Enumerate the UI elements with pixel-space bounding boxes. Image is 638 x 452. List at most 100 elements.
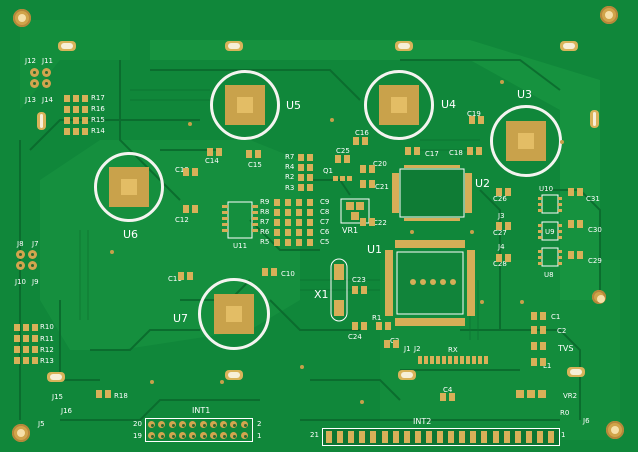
capacitor-pad [577, 251, 583, 259]
label-int1: INT1 [192, 406, 211, 415]
int1-pin [199, 432, 207, 439]
smd-pad [274, 219, 280, 226]
capacitor-pad [469, 116, 475, 124]
slot [395, 41, 413, 51]
label-c13: C13 [175, 166, 189, 174]
int1-pin [178, 421, 186, 428]
capacitor-pad [96, 390, 102, 398]
label-c28: C28 [493, 260, 507, 268]
capacitor-pad [216, 148, 222, 156]
slot [398, 370, 416, 380]
mounting-hole-top-right [600, 6, 618, 24]
smd-pad [538, 390, 546, 398]
capacitor-pad [531, 358, 537, 366]
smd-pad [285, 199, 291, 206]
label-r3: R3 [285, 184, 295, 192]
smd-pad [14, 324, 20, 331]
capacitor-pad [478, 116, 484, 124]
smd-pad [73, 95, 79, 102]
label-r15: R15 [91, 116, 105, 124]
mounting-hole-mid-right [592, 290, 606, 304]
label-c2: C2 [557, 327, 567, 335]
capacitor-pad [393, 340, 399, 348]
slot [590, 110, 599, 128]
label-c10: C10 [281, 270, 295, 278]
capacitor-pad [505, 188, 511, 196]
label-j10: J10 [15, 278, 26, 286]
capacitor-pad [335, 155, 341, 163]
capacitor-pad [178, 272, 184, 280]
capacitor-pad [246, 150, 252, 158]
int1-pin [189, 432, 197, 439]
capacitor-pad [467, 147, 473, 155]
chip-u3 [490, 105, 562, 177]
label-u9: U9 [545, 228, 555, 236]
capacitor-pad [353, 137, 359, 145]
capacitor-pad [385, 322, 391, 330]
int1-pin [158, 432, 166, 439]
rx-pad [430, 356, 434, 364]
capacitor-pad [369, 165, 375, 173]
capacitor-pad [352, 322, 358, 330]
int2-finger [326, 431, 332, 443]
int1-pin [199, 421, 207, 428]
chip-u2 [392, 165, 472, 221]
label-c27: C27 [493, 229, 507, 237]
label-c6: C6 [320, 228, 330, 236]
capacitor-pad [405, 147, 411, 155]
smd-pad [298, 184, 304, 191]
capacitor-pad [183, 168, 189, 176]
via [188, 122, 192, 126]
smd-pad [307, 164, 313, 171]
chip-u10 [538, 193, 562, 215]
smd-pad [296, 199, 302, 206]
smd-pad [307, 239, 313, 246]
label-r8: R8 [260, 208, 270, 216]
label-c12: C12 [175, 216, 189, 224]
via [110, 250, 114, 254]
int2-finger [459, 431, 466, 443]
via [470, 230, 474, 234]
chip-u5 [210, 70, 280, 140]
label-j3: J3 [498, 212, 505, 220]
int1-pin [240, 432, 248, 439]
smd-pad [14, 346, 20, 353]
rx-pad [436, 356, 440, 364]
smd-pad [82, 117, 88, 124]
capacitor-pad [531, 312, 537, 320]
smd-pad [23, 357, 29, 364]
smd-pad [307, 174, 313, 181]
chip-label-u6: U6 [123, 228, 139, 241]
label-r9: R9 [260, 198, 270, 206]
capacitor-pad [262, 268, 268, 276]
int1-pin [220, 432, 228, 439]
label-j1: J1 [404, 345, 411, 353]
slot [567, 367, 585, 377]
label-u10: U10 [539, 185, 554, 193]
smd-pad [14, 335, 20, 342]
capacitor-pad [568, 188, 574, 196]
int2-finger [448, 431, 455, 443]
rx-pad [418, 356, 422, 364]
int1-pin [168, 432, 176, 439]
label-c20: C20 [373, 160, 387, 168]
label-j7: J7 [32, 240, 39, 248]
label-u1: U1 [367, 243, 383, 256]
capacitor-pad [360, 180, 366, 188]
capacitor-pad [540, 326, 546, 334]
label-j14: J14 [42, 96, 53, 104]
via [410, 230, 414, 234]
label-pin2: 2 [257, 420, 262, 428]
rx-pad [454, 356, 458, 364]
capacitor-pad [207, 148, 213, 156]
int2-finger [348, 431, 355, 443]
capacitor-pad [361, 322, 367, 330]
label-r7-top: R7 [285, 153, 295, 161]
smd-pad [298, 154, 304, 161]
capacitor-pad [540, 342, 546, 350]
smd-pad [23, 335, 29, 342]
slot [37, 112, 46, 130]
label-l1: L1 [543, 362, 552, 370]
capacitor-pad [505, 254, 511, 262]
